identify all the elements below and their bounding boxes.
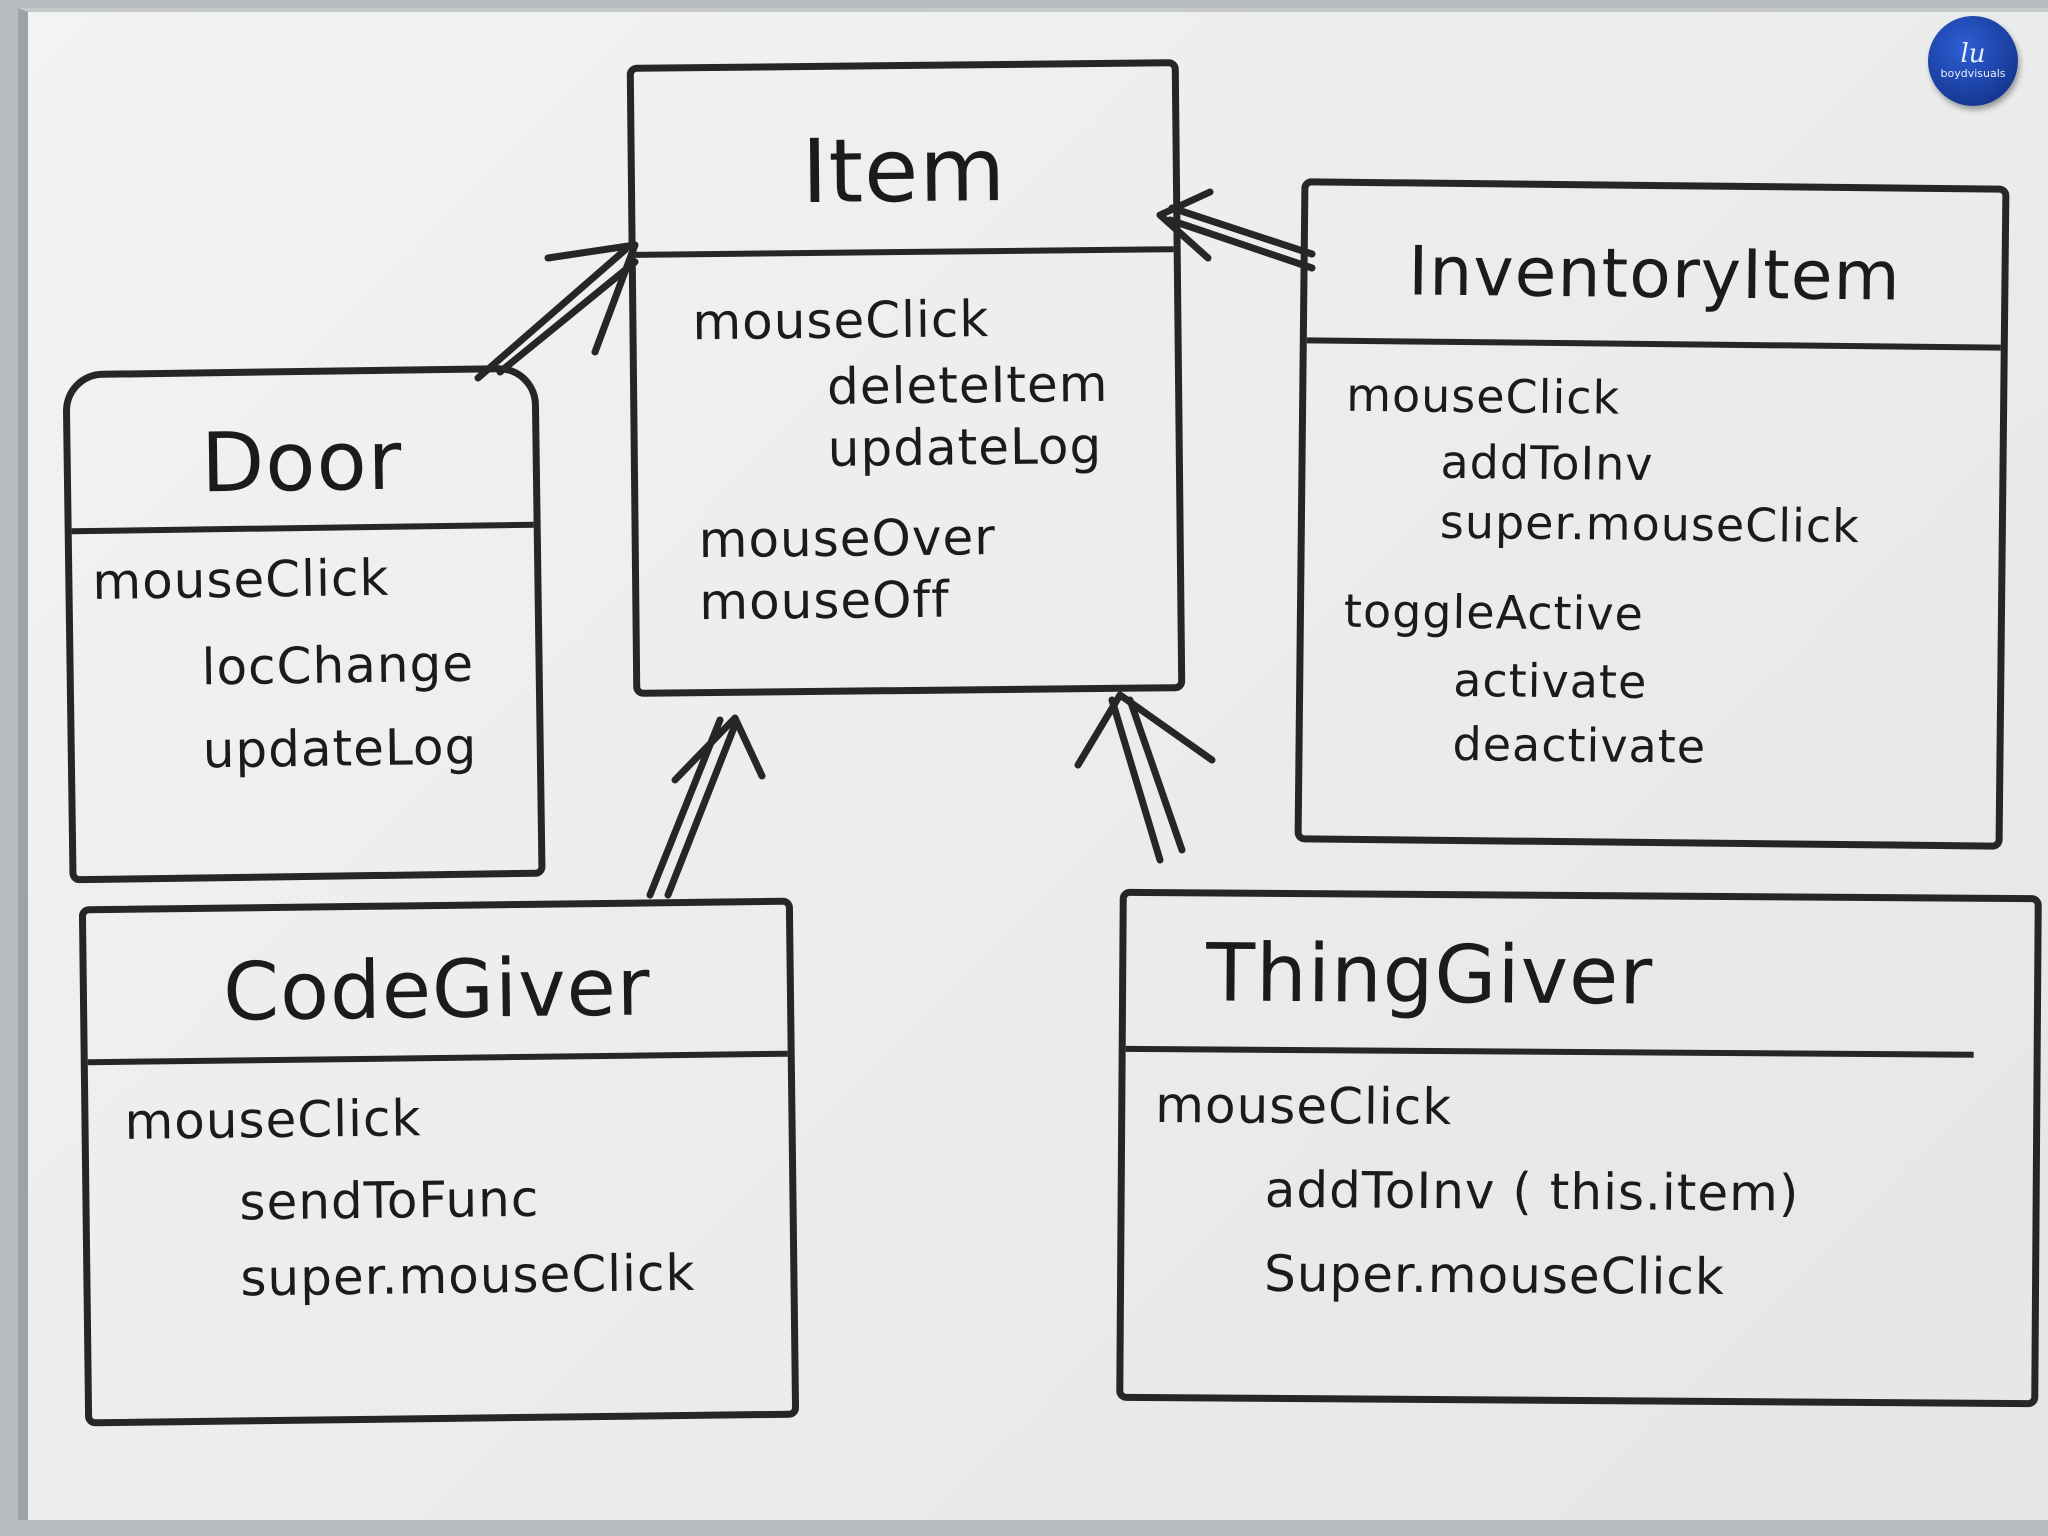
magnet-brand-text: boydvisuals <box>1940 67 2006 80</box>
boydvisuals-magnet: lu boydvisuals <box>1928 16 2018 106</box>
class-item-name: Item <box>801 117 1007 224</box>
arrow-codegiver-to-item <box>646 714 766 899</box>
method: deactivate <box>1452 716 1707 774</box>
class-thinggiver: ThingGiver mouseClick addToInv ( this.it… <box>1116 888 2042 1408</box>
method: mouseClick <box>1345 367 1621 425</box>
method: mouseClick <box>124 1089 422 1151</box>
class-door-divider <box>71 521 534 535</box>
class-thinggiver-name: ThingGiver <box>1205 926 1654 1023</box>
method: super.mouseClick <box>240 1243 696 1308</box>
class-item: Item mouseClick deleteItem updateLog mou… <box>626 59 1186 697</box>
method: mouseOver <box>698 508 997 570</box>
method: mouseClick <box>91 548 390 611</box>
class-item-divider <box>635 246 1174 258</box>
class-inventoryitem-divider <box>1306 337 2001 351</box>
class-codegiver-name: CodeGiver <box>222 940 652 1039</box>
class-inventoryitem-name: InventoryItem <box>1407 232 1902 317</box>
class-door-name: Door <box>200 413 403 512</box>
method: Super.mouseClick <box>1263 1244 1726 1307</box>
magnet-logo-mark: lu <box>1960 39 1986 69</box>
method: super.mouseClick <box>1439 494 1861 554</box>
method: toggleActive <box>1343 583 1645 641</box>
class-codegiver-divider <box>87 1050 788 1066</box>
method: mouseClick <box>692 290 990 352</box>
class-inventoryitem: InventoryItem mouseClick addToInv super.… <box>1294 178 2010 850</box>
method: sendToFunc <box>239 1169 540 1232</box>
method: activate <box>1452 652 1648 709</box>
class-thinggiver-divider <box>1125 1045 1974 1058</box>
method: deleteItem <box>826 354 1109 416</box>
method: addToInv ( this.item) <box>1264 1160 1800 1223</box>
method: addToInv <box>1440 434 1654 492</box>
method: updateLog <box>827 416 1103 478</box>
method: mouseOff <box>699 570 950 632</box>
arrow-inventoryitem-to-item <box>1156 188 1316 272</box>
class-door: Door mouseClick locChange updateLog <box>62 364 546 884</box>
arrow-thinggiver-to-item <box>1074 691 1216 864</box>
class-codegiver: CodeGiver mouseClick sendToFunc super.mo… <box>78 897 800 1427</box>
arrow-door-to-item <box>474 241 639 382</box>
method: mouseClick <box>1155 1076 1453 1137</box>
whiteboard <box>18 8 2048 1520</box>
method: updateLog <box>202 717 478 780</box>
method: locChange <box>201 634 475 697</box>
